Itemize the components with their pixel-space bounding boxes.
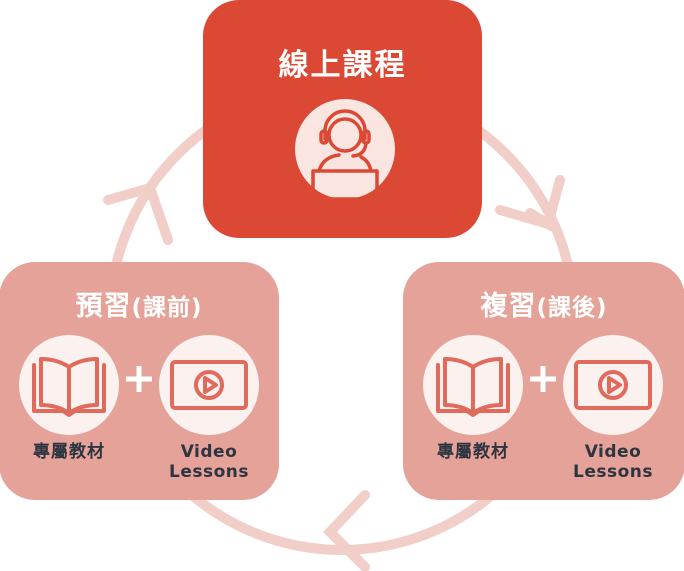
video-label-line2: Lessons: [169, 462, 249, 482]
review-card: 複習(課後) 專屬教材 Video Lessons: [403, 262, 684, 500]
online-course-title: 線上課程: [278, 48, 407, 83]
preview-card: 預習(課前) 專屬教材 Video Lessons: [0, 262, 279, 500]
book-label: 專屬教材: [437, 442, 509, 462]
preview-title-main: 預習: [75, 291, 132, 322]
video-label-line2: Lessons: [573, 462, 653, 482]
video-play-icon: [563, 335, 663, 435]
headset-agent-icon: [295, 99, 395, 199]
review-title-main: 複習: [480, 291, 537, 322]
preview-title-paren: (課前): [131, 295, 203, 321]
video-label: Video Lessons: [558, 442, 668, 482]
arrow-bottom-left-icon: [323, 490, 370, 571]
arrow-left-up-icon: [103, 181, 173, 245]
book-icon: [423, 335, 523, 435]
video-label-line1: Video: [180, 442, 238, 462]
video-label-line1: Video: [584, 442, 642, 462]
video-label: Video Lessons: [154, 442, 264, 482]
plus-icon: [530, 366, 556, 392]
review-title-paren: (課後): [536, 295, 608, 321]
online-course-card: 線上課程: [203, 0, 482, 238]
book-label: 專屬教材: [33, 442, 105, 462]
book-icon: [19, 335, 119, 435]
video-play-icon: [159, 335, 259, 435]
preview-title: 預習(課前): [0, 284, 279, 323]
review-title: 複習(課後): [403, 284, 684, 323]
arrow-right-down-icon: [495, 175, 565, 232]
plus-icon: [126, 366, 152, 392]
